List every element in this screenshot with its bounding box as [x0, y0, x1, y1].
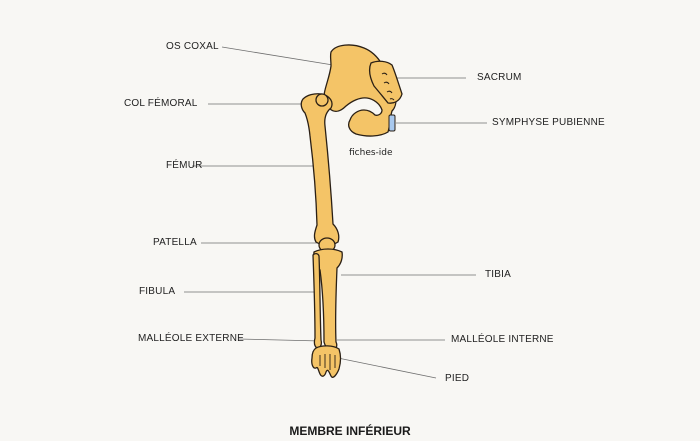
- label-symphyse-pubienne: SYMPHYSE PUBIENNE: [492, 117, 605, 128]
- label-malleole-externe: MALLÉOLE EXTERNE: [138, 333, 245, 344]
- foot-bone-lines: [319, 354, 336, 370]
- fibula-shape: [312, 252, 323, 349]
- diagram-title: MEMBRE INFÉRIEUR: [289, 424, 411, 438]
- label-femur: FÉMUR: [166, 160, 203, 171]
- leader-pied: [332, 356, 437, 379]
- label-os-coxal: OS COXAL: [166, 41, 219, 52]
- foot-shape: [311, 345, 342, 378]
- label-sacrum: SACRUM: [477, 72, 522, 83]
- leader-os-coxal: [221, 46, 334, 66]
- label-tibia: TIBIA: [485, 269, 512, 280]
- label-malleole-interne: MALLÉOLE INTERNE: [451, 334, 554, 345]
- bones: [300, 44, 403, 378]
- label-fibula: FIBULA: [139, 286, 176, 297]
- watermark: fiches-ide: [349, 148, 393, 158]
- femoral-head-shape: [315, 93, 329, 107]
- label-col-femoral: COL FÉMORAL: [124, 98, 198, 109]
- symphysis-cartilage: [388, 114, 396, 132]
- label-patella: PATELLA: [153, 237, 197, 248]
- leader-lines: [184, 46, 487, 379]
- femur-shape: [300, 93, 340, 246]
- leader-malleole-externe: [238, 338, 322, 342]
- sacral-foramina: [381, 72, 395, 101]
- label-pied: PIED: [445, 373, 470, 384]
